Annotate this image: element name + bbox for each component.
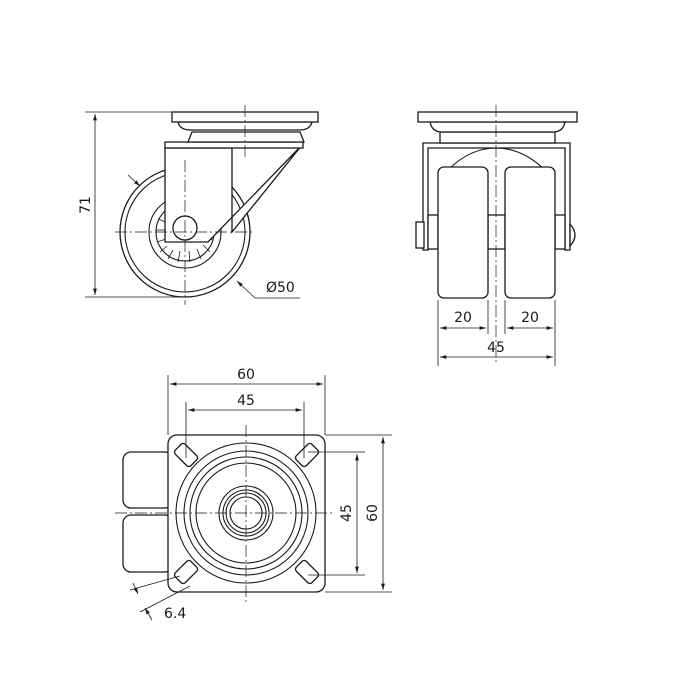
left-wheel-width-label: 20 xyxy=(454,310,472,326)
overall-width-label: 45 xyxy=(487,340,505,356)
hole-spacing-y-label: 45 xyxy=(339,504,355,522)
plate-width-label: 60 xyxy=(237,367,255,383)
side-view: 71 Ø50 xyxy=(78,105,319,305)
front-view: 20 20 45 xyxy=(415,105,578,366)
mounting-slots xyxy=(173,442,320,585)
wheel-diameter-label: Ø50 xyxy=(266,280,295,296)
height-dim-label: 71 xyxy=(78,196,94,214)
hole-spacing-x-label: 45 xyxy=(237,393,255,409)
top-view: 60 45 60 45 6.4 xyxy=(115,367,392,622)
right-wheel-width-label: 20 xyxy=(521,310,539,326)
slot-width-label: 6.4 xyxy=(164,606,186,622)
plate-depth-label: 60 xyxy=(365,504,381,522)
